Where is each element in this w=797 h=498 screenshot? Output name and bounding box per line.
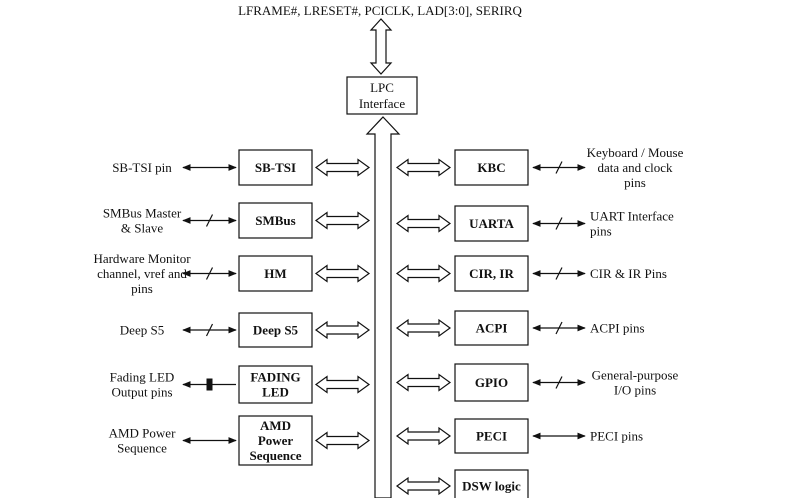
left-signal-arrow-3 (182, 323, 237, 337)
left-bus-arrow-2 (314, 264, 371, 283)
right-signal-label: Keyboard / Mouse (587, 145, 684, 160)
right-signal-arrow-2 (532, 267, 586, 280)
block-label: AMD (260, 418, 291, 433)
block-label: SB-TSI (255, 160, 296, 175)
left-block-hm: HM (238, 255, 313, 292)
svg-text:LPC: LPC (370, 80, 394, 95)
bus-width-slash (555, 161, 563, 174)
right-bus-arrow-6 (395, 476, 452, 496)
right-block-cir-ir: CIR, IR (454, 255, 529, 292)
right-signal-label: I/O pins (614, 383, 656, 398)
left-signal-label: Fading LED (110, 370, 175, 385)
right-signal-label: General-purpose (592, 368, 679, 383)
left-signal-label: AMD Power (109, 426, 176, 441)
block-label: UARTA (469, 216, 514, 231)
right-signal-label: PECI pins (590, 429, 643, 444)
right-block-kbc: KBC (454, 149, 529, 186)
right-block-acpi: ACPI (454, 310, 529, 346)
bus-width-slash (555, 217, 563, 230)
left-bus-arrow-1 (314, 211, 371, 230)
left-block-deep-s5: Deep S5 (238, 312, 313, 348)
left-bus-arrow-4 (314, 375, 371, 394)
block-label: LED (262, 385, 289, 400)
block-label: Deep S5 (253, 323, 299, 338)
right-bus-arrow-3 (395, 318, 452, 338)
right-signal-arrow-1 (532, 217, 586, 230)
right-bus-arrow-0 (395, 158, 452, 177)
block-label: ACPI (476, 321, 508, 336)
right-block-uarta: UARTA (454, 205, 529, 242)
bus-width-slash (555, 376, 563, 389)
right-bus-arrow-2 (395, 264, 452, 283)
bus-width-slash (205, 214, 214, 227)
left-signal-label: Output pins (111, 385, 172, 400)
block-label: DSW logic (462, 479, 521, 494)
right-signal-label: CIR & IR Pins (590, 266, 667, 281)
left-signal-arrow-4 (182, 378, 236, 391)
bus-width-slash (555, 267, 563, 280)
block-label: HM (264, 266, 286, 281)
bus-width-slash (205, 323, 214, 337)
bus-width-slash (205, 267, 214, 280)
left-signal-label: Sequence (117, 441, 167, 456)
right-bus-arrow-4 (395, 373, 452, 392)
left-bus-arrow-3 (314, 320, 371, 340)
left-block-smbus: SMBus (238, 202, 313, 239)
block-label: Sequence (250, 448, 302, 463)
left-signal-label: SMBus Master (103, 206, 182, 221)
right-signal-arrow-0 (532, 161, 586, 174)
left-bus-arrow-0 (314, 158, 371, 177)
led-output-marker (206, 378, 213, 391)
right-block-peci: PECI (454, 418, 529, 454)
block-label: FADING (250, 370, 300, 385)
left-block-sb-tsi: SB-TSI (238, 149, 313, 186)
block-label: GPIO (475, 375, 508, 390)
block-label: Power (258, 433, 294, 448)
lpc-signal-list: LFRAME#, LRESET#, PCICLK, LAD[3:0], SERI… (238, 3, 522, 18)
svg-text:Interface: Interface (359, 96, 405, 111)
bus-width-slash (555, 321, 563, 335)
right-signal-label: data and clock (597, 160, 673, 175)
right-signal-arrow-3 (532, 321, 586, 335)
right-block-dsw-logic: DSW logic (454, 469, 529, 498)
left-signal-label: Hardware Monitor (93, 251, 191, 266)
block-label: CIR, IR (469, 266, 514, 281)
right-signal-label: pins (624, 175, 646, 190)
block-label: KBC (477, 160, 505, 175)
left-signal-label: & Slave (121, 221, 163, 236)
right-signal-label: pins (590, 224, 612, 239)
right-bus-arrow-1 (395, 214, 452, 233)
right-signal-label: UART Interface (590, 209, 674, 224)
lpc-top-double-arrow (369, 18, 393, 75)
left-signal-arrow-2 (182, 267, 237, 280)
right-signal-label: ACPI pins (590, 321, 645, 336)
left-signal-label: channel, vref and (97, 266, 187, 281)
block-label: SMBus (255, 213, 295, 228)
right-block-gpio: GPIO (454, 363, 529, 402)
left-bus-arrow-5 (314, 431, 371, 450)
left-signal-label: SB-TSI pin (112, 160, 172, 175)
right-bus-arrow-5 (395, 426, 452, 446)
block-label: PECI (476, 429, 507, 444)
internal-bus-arrow (365, 116, 401, 498)
left-signal-label: pins (131, 281, 153, 296)
lpc-interface-block: LPC Interface (346, 76, 418, 115)
right-signal-arrow-4 (532, 376, 586, 389)
left-signal-label: Deep S5 (120, 323, 164, 338)
left-signal-arrow-1 (182, 214, 237, 227)
